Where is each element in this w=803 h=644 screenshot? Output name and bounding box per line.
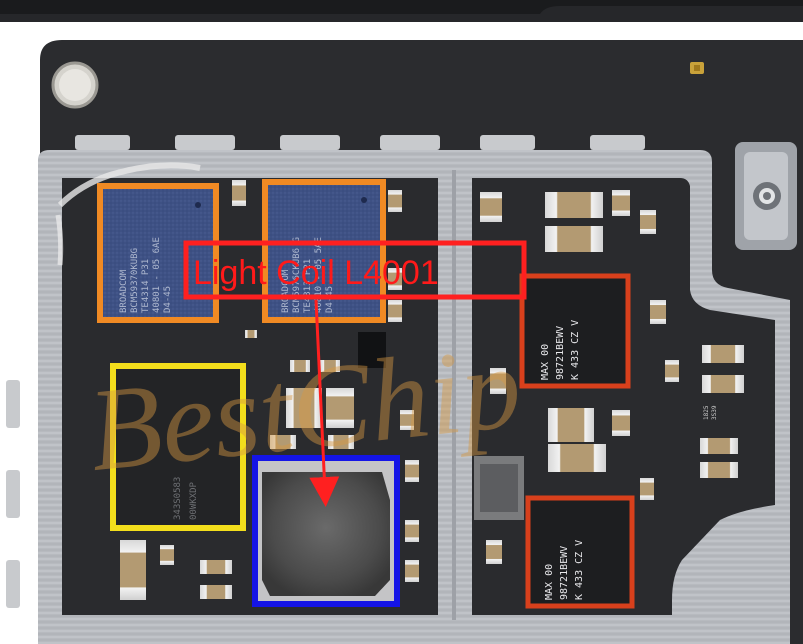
wifi-chip-left: BROADCOM BCM59370KUBG TE4314 P31 40801 -…	[97, 183, 219, 323]
wifi-right-line-4: 40810 - 05 5AE	[314, 237, 324, 313]
driver-chip-top: MAX 00 98721BEWV K 433 CZ V	[519, 273, 631, 389]
driver-top-line-3: K 433 CZ V	[570, 320, 581, 380]
small-marking-2: 3S39	[711, 405, 718, 420]
wifi-right-line-1: BROADCOM	[281, 269, 291, 313]
wifi-left-line-1: BROADCOM	[119, 269, 129, 313]
driver-bottom-line-2: 98721BEWV	[559, 546, 570, 600]
annotation-callout: Light Coil L4001	[183, 240, 527, 507]
edge-contacts	[6, 135, 645, 608]
wifi-right-line-2: BCM5976CKUB6 G	[292, 237, 302, 313]
annotation-arrow	[309, 299, 340, 507]
red-highlight-top	[519, 273, 631, 389]
driver-top-line-2: 98721BEWV	[555, 326, 566, 380]
driver-bottom-line-3: K 433 CZ V	[574, 540, 585, 600]
orange-highlight-left	[97, 183, 219, 323]
wifi-left-line-2: BCM59370KUBG	[130, 248, 140, 313]
small-marking-1: 1825	[703, 405, 710, 420]
wifi-left-line-3: TE4314 P31	[141, 259, 151, 313]
driver-top-line-1: MAX 00	[540, 344, 551, 380]
memory-line-1: 343S0583	[173, 477, 183, 520]
small-components-left	[120, 180, 419, 600]
light-coil-inductor	[252, 455, 400, 607]
memory-chip: 343S0583 00WKXDP	[110, 363, 246, 531]
memory-line-2: 00WKXDP	[189, 481, 199, 520]
annotation-box	[183, 240, 527, 300]
wifi-left-line-4: 40801 - 05 6AE	[152, 237, 162, 313]
blue-highlight	[252, 455, 400, 607]
red-highlight-bottom	[525, 495, 635, 609]
yellow-highlight	[110, 363, 246, 531]
driver-chip-bottom: MAX 00 98721BEWV K 433 CZ V	[525, 495, 635, 609]
wifi-left-line-5: D4-45	[163, 286, 173, 313]
orange-highlight-right	[262, 179, 386, 323]
driver-bottom-line-1: MAX 00	[544, 564, 555, 600]
small-components-right: 1825 3S39	[474, 190, 744, 564]
wifi-right-line-3: TE4313 P21	[303, 259, 313, 313]
annotation-label: Light Coil L4001	[193, 254, 439, 292]
